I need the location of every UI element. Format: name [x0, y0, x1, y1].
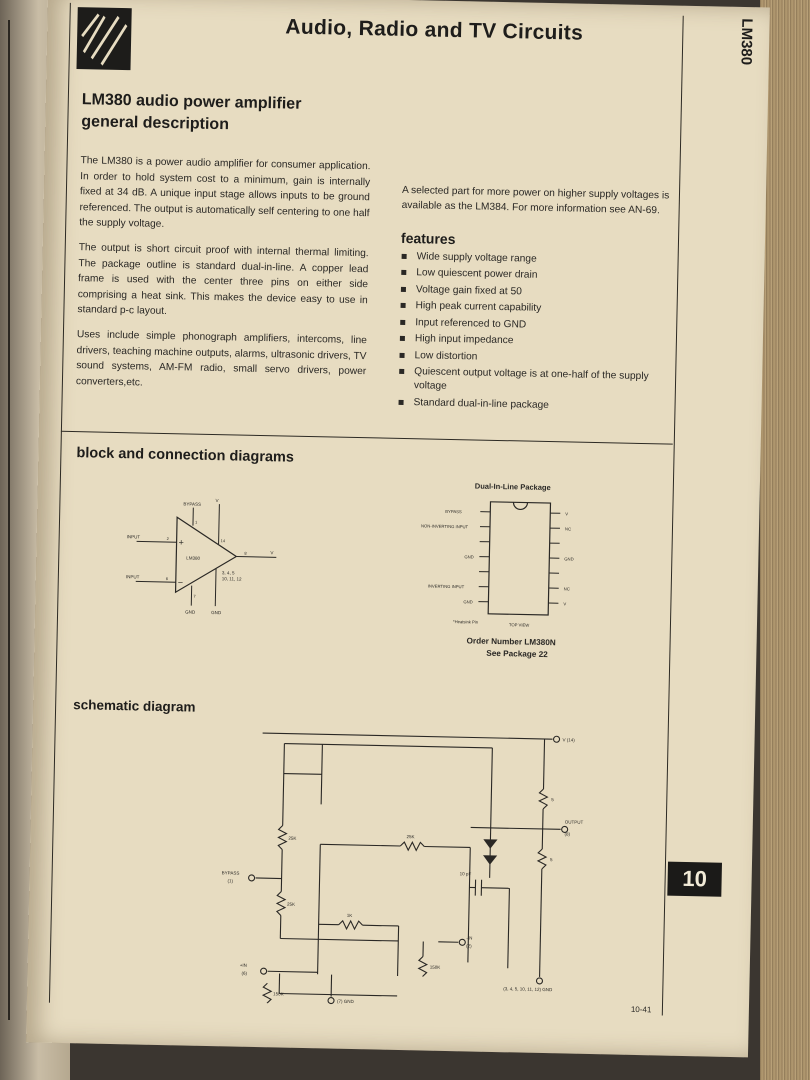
schematic-r5b: 5 [550, 857, 553, 862]
dil-pin-left-4: GND [464, 554, 473, 559]
schematic-r25k-c: 25K [406, 834, 414, 839]
schematic-r150k-b: 150K [430, 965, 441, 970]
block-input-minus-label: INPUT [126, 574, 140, 579]
feature-item: Quiescent output voltage is at one-half … [398, 365, 669, 399]
schematic-in-minus-pin: (2) [466, 943, 472, 948]
block-vout-label: V [270, 550, 273, 555]
block-diagram: + − BYPASS V INPUT INPUT LM380 V 3, 4, 5… [126, 498, 277, 615]
dil-package-title: Dual-In-Line Package [474, 481, 551, 493]
svg-text:−: − [178, 577, 183, 587]
dil-pin-right-14: V [565, 511, 568, 516]
schematic-in-plus: +IN [240, 963, 247, 968]
schematic-cap: 10 pF [460, 871, 472, 876]
chapter-tab: 10 [667, 861, 723, 897]
datasheet-page: Audio, Radio and TV Circuits LM380 10 LM… [26, 0, 770, 1058]
schematic-r5a: 5 [551, 797, 554, 802]
schematic-gnd-pins: (3, 4, 5, 10, 11, 12) GND [503, 986, 553, 992]
schematic-output-pin: (8) [565, 831, 571, 836]
selected-part-note: A selected part for more power on higher… [401, 184, 670, 216]
dil-pin-right-13: NC [565, 526, 571, 531]
dil-pin-right-11: GND [564, 556, 573, 561]
schematic-output-label: OUTPUT [565, 819, 584, 824]
schematic-gnd: (7) GND [337, 999, 355, 1004]
dil-pin-right-9: NC [564, 586, 570, 591]
product-heading: LM380 audio power amplifier general desc… [81, 89, 402, 140]
block-pin-8: 8 [244, 551, 247, 556]
dil-package-diagram: BYPASS NON-INVERTING INPUT GND INVERTING… [421, 501, 574, 628]
order-number: Order Number LM380N [466, 636, 556, 648]
page-stack-edges [760, 0, 810, 1080]
schematic-in-plus-pin: (6) [242, 971, 248, 976]
dil-pin-left-6: INVERTING INPUT [428, 584, 465, 590]
svg-text:+: + [178, 537, 183, 547]
schematic-vs-label: V (14) [562, 737, 575, 742]
description-paragraph: Uses include simple phonograph amplifier… [75, 329, 367, 389]
block-gnd-label-2: GND [211, 610, 222, 615]
block-pin-14: 14 [221, 538, 226, 543]
dil-pin-left-7: GND [463, 599, 472, 604]
block-pins-label: 3, 4, 5 [222, 570, 235, 575]
block-gnd-label: GND [185, 609, 196, 614]
features-heading: features [400, 229, 456, 248]
package-reference: See Package 22 [486, 648, 548, 660]
national-logo-icon [76, 7, 132, 71]
block-chip-label: LM380 [186, 555, 200, 560]
block-pin-7: 7 [193, 594, 196, 599]
description-column: The LM380 is a power audio amplifier for… [76, 153, 371, 404]
feature-item: Standard dual-in-line package [397, 395, 667, 415]
schematic-r25k-b: 25K [287, 902, 295, 907]
description-paragraph: The LM380 is a power audio amplifier for… [79, 155, 371, 231]
part-side-label: LM380 [737, 18, 756, 66]
description-paragraph: The output is short circuit proof with i… [77, 242, 369, 318]
dil-pin-right-8: V [563, 601, 566, 606]
features-column: A selected part for more power on higher… [397, 184, 672, 418]
block-pin-6: 6 [166, 576, 169, 581]
schematic-in-minus: -IN [466, 935, 472, 940]
dil-top-view: TOP VIEW [509, 622, 529, 627]
page-number: 10-41 [630, 1004, 652, 1015]
block-pin-2: 2 [167, 536, 170, 541]
block-pins-label-2: 10, 11, 12 [222, 576, 242, 581]
dil-pin-left-2: NON-INVERTING INPUT [421, 523, 469, 529]
features-list: Wide supply voltage range Low quiescent … [397, 249, 670, 415]
schematic-r25k-a: 25K [288, 836, 296, 841]
block-pin-1: 1 [195, 520, 198, 525]
schematic-r1k: 1K [347, 913, 353, 918]
block-bypass-label: BYPASS [183, 501, 201, 506]
dil-pin-left-1: BYPASS [445, 509, 462, 514]
block-input-plus-label: INPUT [127, 534, 141, 539]
block-vs-label: V [215, 498, 218, 503]
schematic-bypass-pin: (1) [227, 878, 233, 883]
dil-heatsink-note: *Heatsink Pin [453, 619, 479, 625]
schematic-r150k-a: 150K [273, 991, 284, 996]
schematic-bypass-label: BYPASS [222, 870, 240, 875]
schematic-diagram: V (14) OUTPUT (8) BYPASS (1) 25K 25K 25K… [222, 732, 584, 1005]
